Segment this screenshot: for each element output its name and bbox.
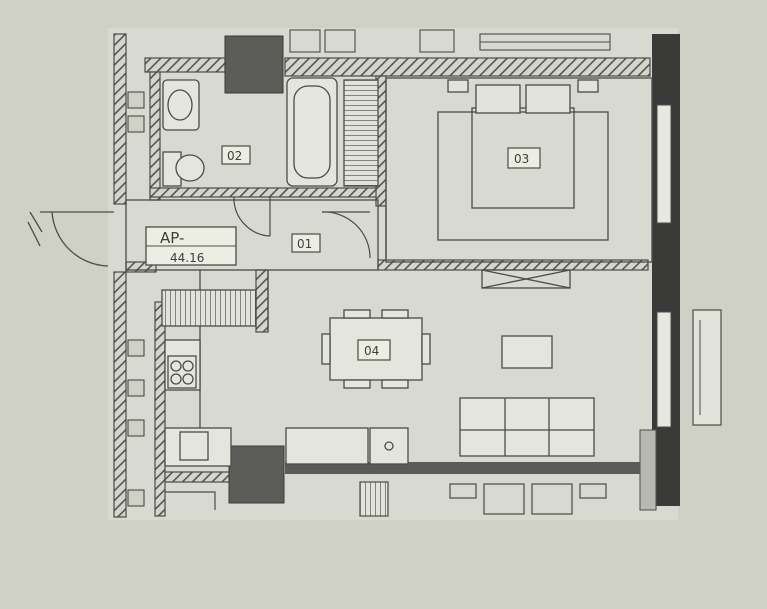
apartment-label: AP- 44.16	[145, 226, 237, 266]
balcony-rail-bottom	[285, 462, 640, 474]
room-tag-02: 02	[227, 149, 242, 163]
apartment-code: AP-	[160, 229, 184, 247]
kitchen	[164, 339, 409, 467]
bathroom	[162, 77, 379, 187]
left-fixtures	[127, 91, 145, 507]
room-tag-04: 04	[364, 344, 379, 358]
room-tag-01: 01	[297, 237, 312, 251]
walls	[113, 33, 651, 518]
entrance-door	[27, 211, 114, 267]
facade-right	[639, 34, 722, 511]
interior-doors	[233, 196, 371, 259]
apartment-area: 44.16	[170, 251, 204, 265]
sink-icon	[179, 431, 209, 461]
bedroom	[437, 79, 609, 289]
bathtub-icon	[286, 77, 338, 187]
bed-icon	[471, 107, 575, 209]
tv-stand	[501, 335, 553, 369]
sofa-icon	[459, 397, 595, 457]
room-tag-03: 03	[514, 152, 529, 166]
room-tags: 01 02 03 04	[221, 145, 541, 361]
balcony-furniture	[165, 481, 607, 517]
column-bottom	[228, 445, 285, 504]
sink-icon	[162, 79, 200, 131]
wardrobe-icon	[161, 289, 257, 327]
column-top	[224, 35, 284, 94]
top-details	[289, 29, 611, 53]
hob-icon	[167, 355, 197, 389]
